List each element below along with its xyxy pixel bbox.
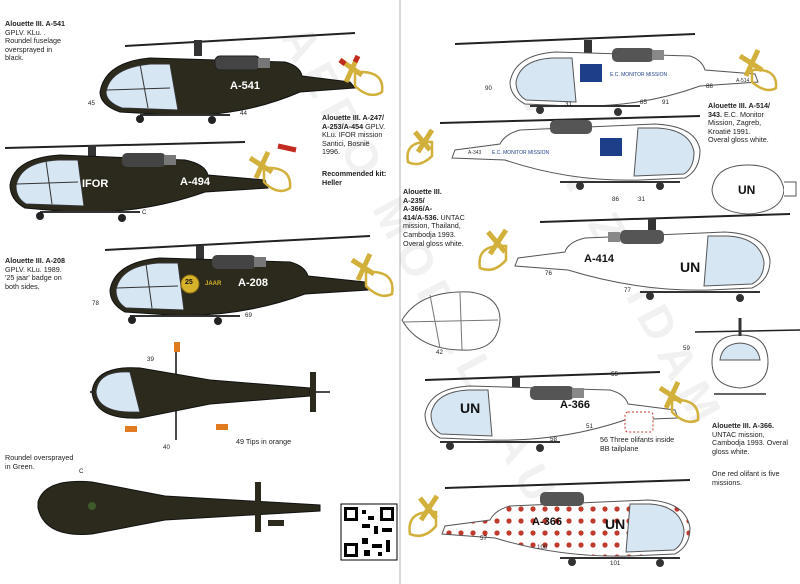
caption-a208: Alouette III. A-208 GPLV. KLu. 1989. '25… <box>5 256 66 291</box>
helicopter-a366-olifants <box>408 479 691 567</box>
caption-three-olifants: 56 Three olifants inside BB tailplane <box>600 435 675 453</box>
callout-c-1: C <box>142 209 147 216</box>
marking-un-a366: UN <box>460 400 481 416</box>
marking-a494: A-494 <box>180 176 210 188</box>
callout-31-a: 31 <box>565 101 572 108</box>
marking-a366: A-366 <box>560 399 590 411</box>
helicopter-top-view-dark <box>90 342 330 440</box>
callout-55: 55 <box>611 371 618 378</box>
callout-77: 77 <box>624 287 631 294</box>
callout-39: 39 <box>147 356 154 363</box>
callout-c-2: C <box>79 468 84 475</box>
marking-ec-monitor: E.C. MONITOR MISSION <box>610 72 668 78</box>
marking-25-badge: 25 <box>185 279 193 286</box>
helicopter-a514-front <box>711 164 797 215</box>
helicopter-a541 <box>99 32 384 124</box>
callout-88: 88 <box>706 83 713 90</box>
callout-76: 76 <box>545 270 552 277</box>
callout-58: 58 <box>550 436 557 443</box>
helicopter-cabin-detail <box>401 291 501 351</box>
callout-44: 44 <box>240 110 247 117</box>
callout-31-b: 31 <box>638 196 645 203</box>
callout-51: 51 <box>586 423 593 430</box>
caption-roundel-green: Roundel oversprayed in Green. <box>5 453 74 471</box>
callout-40: 40 <box>163 444 170 451</box>
helicopter-a366-side <box>424 371 700 452</box>
callout-100: 100 <box>537 544 548 551</box>
page-divider <box>399 0 401 584</box>
callout-42: 42 <box>436 349 443 356</box>
callout-85: 85 <box>640 99 647 106</box>
marking-a343: A-343 <box>468 150 482 156</box>
marking-ifor: IFOR <box>82 178 109 190</box>
callout-101: 101 <box>610 560 621 567</box>
marking-a414: A-414 <box>584 253 614 265</box>
marking-un-olifant: UN <box>605 516 626 532</box>
callout-45: 45 <box>88 100 95 107</box>
caption-a235: Alouette III. A-235/ A-366/A- 414/A-536.… <box>403 187 465 248</box>
marking-ec-monitor-2: E.C. MONITOR MISSION <box>492 150 550 156</box>
callout-78: 78 <box>92 300 99 307</box>
helicopter-a514-side <box>454 33 778 116</box>
caption-recommended-kit: Recommended kit: Heller <box>322 169 387 187</box>
marking-un-a414: UN <box>680 259 701 275</box>
caption-a541: Alouette III. A-541 GPLV. KLu. . Roundel… <box>5 19 66 63</box>
marking-jaar: JAAR <box>205 281 222 287</box>
helicopter-a514-other-side <box>406 115 701 190</box>
callout-90: 90 <box>485 85 492 92</box>
helicopter-a414-side <box>478 213 791 302</box>
helicopter-a494 <box>4 141 297 222</box>
marking-a366-olifant: A-366 <box>532 516 562 528</box>
marking-a541: A-541 <box>230 80 260 92</box>
callout-69: 69 <box>245 312 252 319</box>
helicopter-a208 <box>104 235 394 325</box>
callout-57: 57 <box>480 535 487 542</box>
callout-59: 59 <box>683 345 690 352</box>
qr-code-image <box>340 503 398 561</box>
callout-91: 91 <box>662 99 669 106</box>
marking-a208: A-208 <box>238 277 268 289</box>
caption-a247: Alouette III. A-247/ A-253/A-454 GPLV. K… <box>322 113 386 157</box>
caption-a366: Alouette III. A-366. UNTAC mission, Camb… <box>712 421 788 456</box>
caption-olifant-missions: One red olifant is five missions. <box>712 469 780 487</box>
marking-a514-tail: A-514 <box>736 78 750 84</box>
helicopter-front-view-white <box>694 318 800 395</box>
marking-un-front: UN <box>738 183 756 197</box>
caption-a514: Alouette III. A-514/ 343. E.C. Monitor M… <box>708 101 771 145</box>
helicopter-bottom-view-dark <box>37 480 321 535</box>
callout-86: 86 <box>612 196 619 203</box>
caption-tips-orange: 49 Tips in orange <box>236 437 292 446</box>
